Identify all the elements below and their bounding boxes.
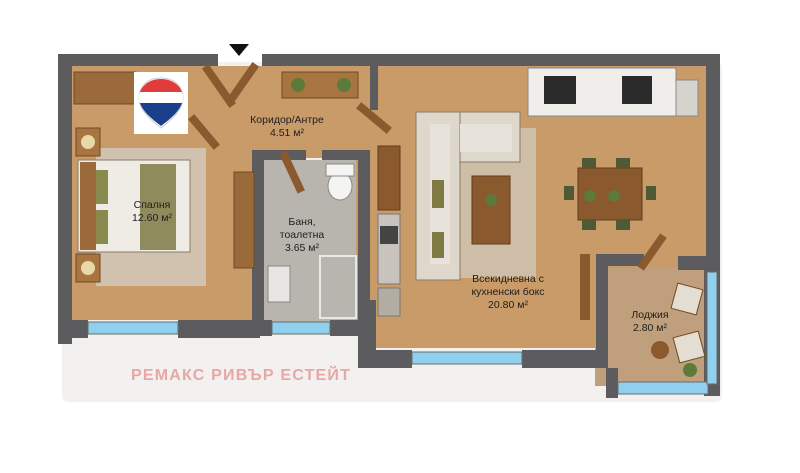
bedroom-area: 12.60 м² (132, 212, 172, 224)
room-loggia: Лоджия 2.80 м² (620, 309, 680, 335)
entry-arrow-icon (229, 44, 249, 56)
windows (87, 271, 718, 395)
room-corridor: Коридор/Антре 4.51 м² (242, 114, 332, 140)
living-furniture (415, 111, 656, 320)
doors (188, 62, 667, 271)
bathroom-name-line1: Баня, (288, 216, 316, 228)
living-name-line2: кухненски бокс (471, 286, 545, 298)
corridor-furniture (281, 71, 359, 99)
bathroom-name-line2: тоалетна (279, 229, 325, 241)
bathroom-area: 3.65 м² (284, 242, 320, 254)
bedroom-furniture (73, 71, 255, 283)
loggia-area: 2.80 м² (632, 322, 668, 334)
bedroom-name: Спалня (133, 199, 171, 211)
kitchen (377, 67, 699, 317)
watermark-text: РЕМАКС РИВЪР ЕСТЕЙТ (131, 367, 352, 384)
living-area: 20.80 м² (488, 299, 528, 311)
corridor-name: Коридор/Антре (250, 114, 324, 126)
room-living: Всекидневна с кухненски бокс 20.80 м² (458, 273, 558, 312)
loggia-name: Лоджия (631, 309, 669, 321)
living-name-line1: Всекидневна с (472, 273, 544, 285)
room-bathroom: Баня, тоалетна 3.65 м² (270, 216, 334, 255)
corridor-area: 4.51 м² (269, 127, 305, 139)
room-bedroom: Спалня 12.60 м² (122, 199, 182, 225)
loggia-furniture (651, 282, 706, 377)
bathroom-fixtures (267, 163, 357, 319)
brand-logo-icon (134, 72, 188, 134)
balloon-logo-icon (138, 77, 184, 129)
walls (58, 54, 720, 398)
